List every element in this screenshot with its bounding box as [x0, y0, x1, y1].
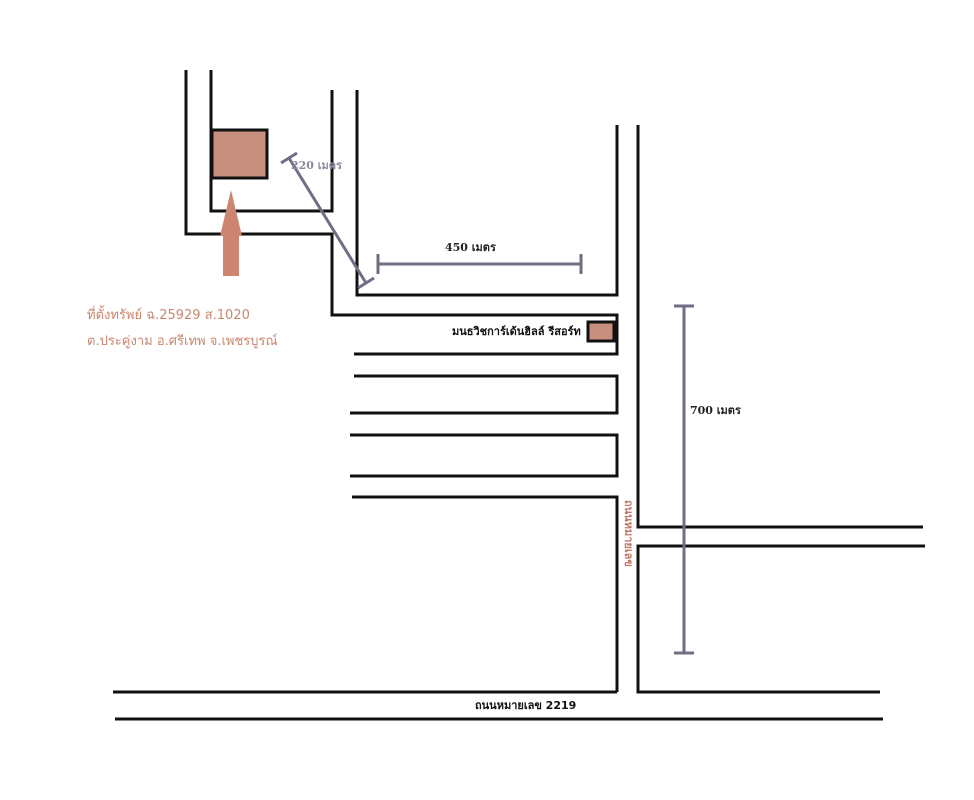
side-road-label: ถนนหมายเลข — [622, 500, 635, 567]
main-road — [636, 125, 925, 694]
location-line-2: ต.ประคู่งาม อ.ศรีเทพ จ.เพชรบูรณ์ — [87, 334, 278, 349]
resort-label: มนธวิชการ์เด้นฮิลล์ รีสอร์ท — [452, 325, 581, 338]
up-arrow-icon — [220, 190, 242, 276]
distance-700-label: 700 เมตร — [690, 404, 741, 417]
resort-marker — [586, 320, 616, 343]
measure-450 — [376, 254, 583, 274]
branch-lanes — [350, 374, 619, 692]
highway-label: ถนนหมายเลข 2219 — [475, 699, 577, 712]
measure-220 — [280, 151, 375, 290]
access-road — [184, 70, 619, 356]
distance-220-label: 220 เมตร — [291, 159, 342, 172]
highway-2219 — [113, 690, 883, 721]
property-marker — [210, 128, 269, 180]
distance-450-label: 450 เมตร — [445, 241, 496, 254]
measure-700 — [674, 304, 694, 655]
location-line-1: ที่ตั้งทรัพย์ ฉ.25929 ส.1020 — [87, 308, 250, 323]
